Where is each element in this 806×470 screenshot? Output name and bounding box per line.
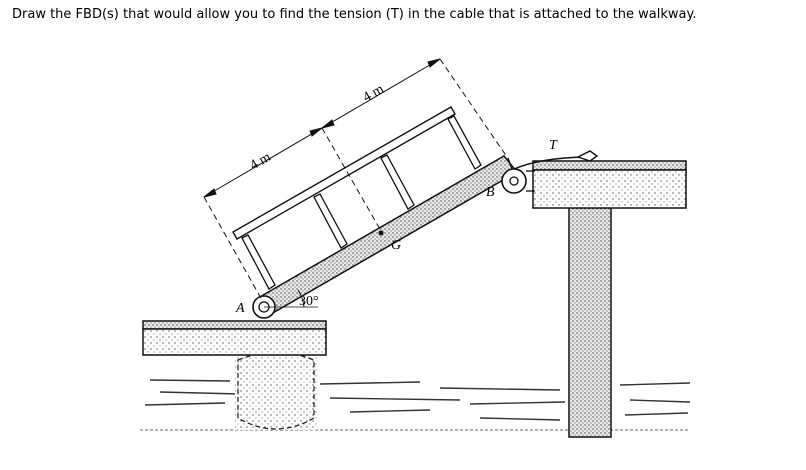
right-deck [532, 160, 687, 209]
center-of-gravity [378, 230, 384, 236]
label-g: G [391, 238, 401, 253]
dimension-label-2: 4 m [361, 82, 387, 106]
pier-column [568, 206, 612, 438]
label-t: T [549, 138, 558, 153]
label-b: B [486, 185, 495, 200]
left-dock [142, 320, 327, 356]
walkway-beam [256, 155, 519, 315]
pulley-b [501, 168, 535, 194]
float-drum [235, 351, 317, 430]
dimension-label-1: 4 m [248, 150, 274, 174]
dimension-lines [203, 58, 508, 301]
walkway-railing [232, 106, 482, 290]
cable [507, 150, 599, 170]
label-a: A [235, 301, 245, 316]
water [140, 379, 691, 431]
problem-statement: Draw the FBD(s) that would allow you to … [12, 7, 697, 22]
angle-label: 30° [299, 294, 319, 309]
